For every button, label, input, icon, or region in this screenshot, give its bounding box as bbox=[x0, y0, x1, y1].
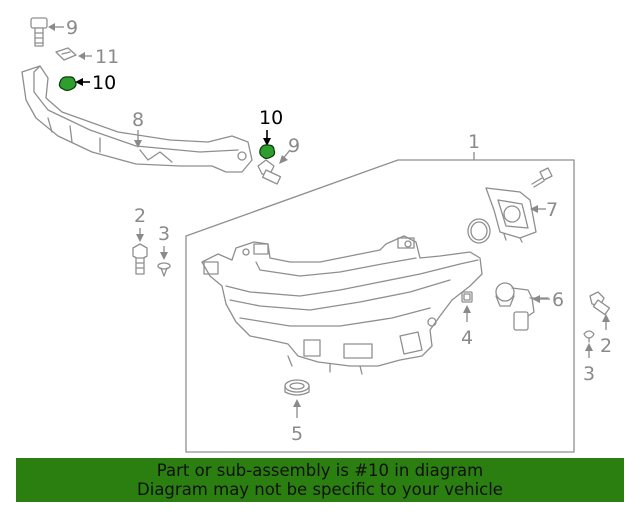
leader-9-top bbox=[48, 23, 64, 31]
bracket-part-8 bbox=[21, 65, 253, 173]
bolt-part-2-right bbox=[589, 291, 611, 316]
callout-5: 5 bbox=[291, 423, 303, 445]
bolt-part-2-left bbox=[132, 243, 148, 275]
bolt-part-9-top bbox=[30, 17, 48, 47]
callout-9-top: 9 bbox=[66, 17, 78, 39]
assembly-outline-1 bbox=[185, 159, 575, 453]
callout-1: 1 bbox=[468, 131, 480, 153]
cap-part-5 bbox=[284, 379, 310, 396]
clip-part-11 bbox=[55, 47, 77, 61]
callout-6: 6 bbox=[552, 289, 564, 311]
clip-part-3-left bbox=[157, 262, 171, 277]
leader-10-top bbox=[75, 78, 90, 86]
leader-3-right bbox=[585, 343, 593, 358]
callout-8: 8 bbox=[132, 109, 144, 131]
notice-line-2: Diagram may not be specific to your vehi… bbox=[137, 480, 503, 499]
notice-line-1: Part or sub-assembly is #10 in diagram bbox=[156, 461, 484, 480]
bolt-part-9-mid bbox=[257, 159, 282, 185]
leader-2-left bbox=[136, 228, 144, 242]
leader-10-mid bbox=[263, 130, 271, 146]
leader-6 bbox=[532, 295, 550, 303]
leader-7 bbox=[530, 205, 546, 213]
leader-2-right bbox=[602, 314, 610, 330]
leader-5 bbox=[293, 399, 301, 418]
callout-2-right: 2 bbox=[600, 335, 612, 357]
callout-3-right: 3 bbox=[583, 363, 595, 385]
cap-part-4 bbox=[461, 291, 473, 303]
callout-10-top: 10 bbox=[92, 72, 116, 94]
module-part-7 bbox=[485, 187, 537, 243]
headlamp-housing bbox=[201, 235, 483, 375]
callout-10-mid: 10 bbox=[259, 107, 283, 129]
leader-8 bbox=[134, 130, 142, 148]
clip-part-10-top bbox=[58, 76, 77, 92]
callout-3-left: 3 bbox=[158, 223, 170, 245]
notice-banner: Part or sub-assembly is #10 in diagram D… bbox=[16, 458, 624, 502]
callout-2-left: 2 bbox=[134, 205, 146, 227]
socket-part-6 bbox=[495, 282, 549, 331]
screw-part-7-area bbox=[531, 167, 553, 188]
leader-4 bbox=[463, 305, 471, 322]
clip-part-10-mid bbox=[259, 144, 276, 160]
callout-4: 4 bbox=[461, 327, 473, 349]
clip-part-3-right bbox=[583, 330, 595, 343]
callout-9-mid: 9 bbox=[288, 135, 300, 157]
callout-7: 7 bbox=[546, 199, 558, 221]
seal-ring bbox=[467, 218, 491, 244]
leader-3-left bbox=[160, 246, 168, 260]
callout-11: 11 bbox=[95, 46, 119, 68]
leader-9-mid bbox=[279, 149, 291, 164]
leader-11 bbox=[78, 52, 92, 60]
